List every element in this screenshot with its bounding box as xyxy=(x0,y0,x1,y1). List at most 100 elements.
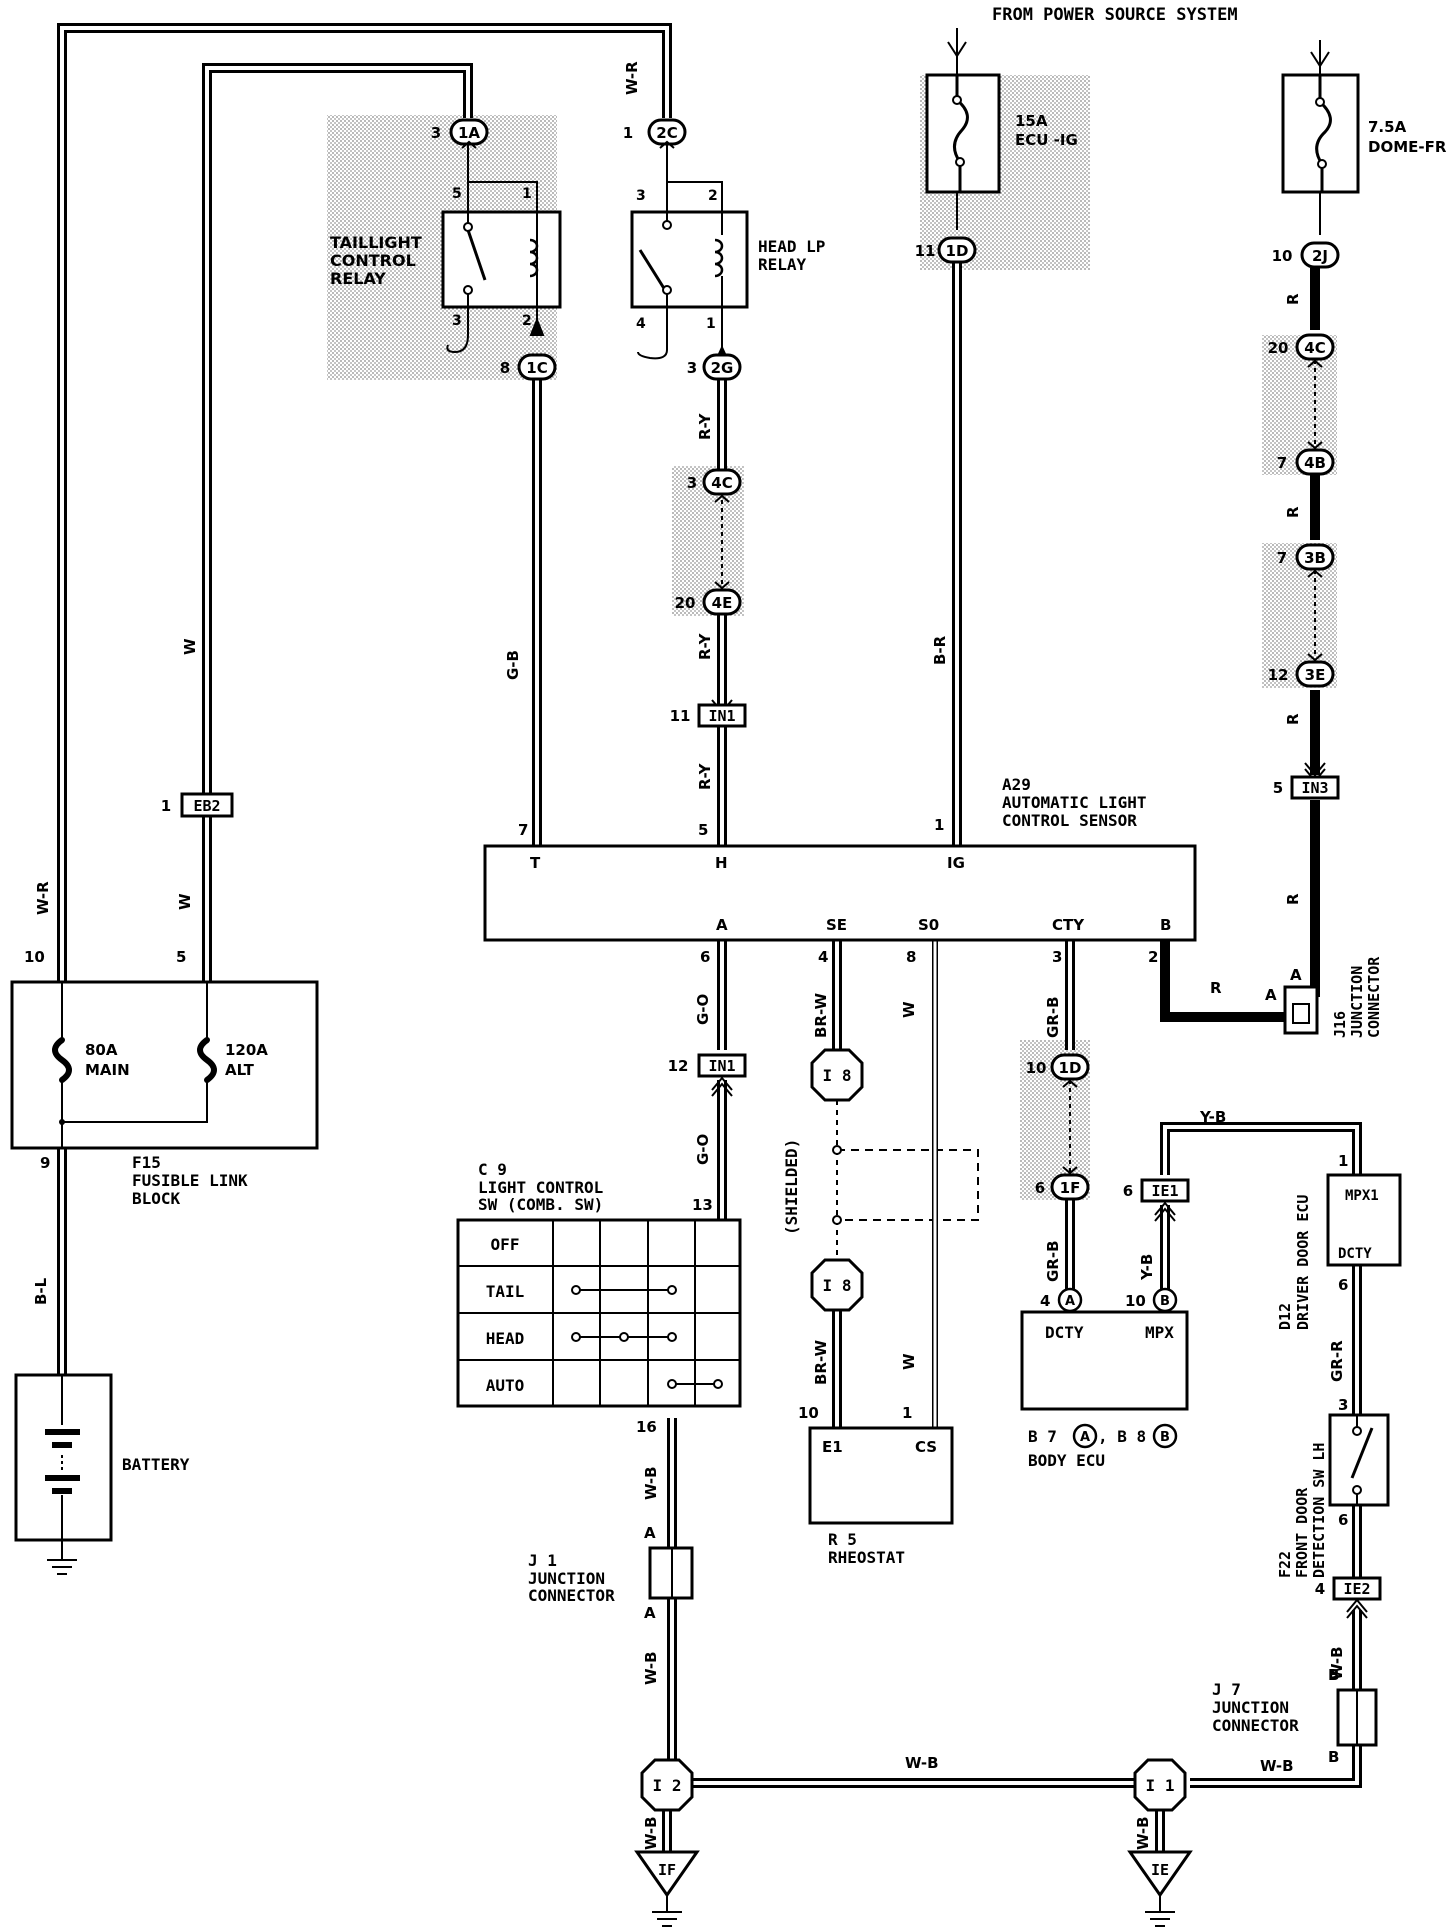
fusible-link-block: 80A MAIN 120A ALT 10 5 9 F15 FUSIBLE LIN… xyxy=(10,948,319,1208)
body-ecu: A B 4 10 DCTY MPX B 7 A , B 8 B BODY ECU xyxy=(1020,1287,1189,1470)
wire-label: R xyxy=(1284,713,1302,725)
svg-text:1A: 1A xyxy=(458,124,480,142)
svg-text:20: 20 xyxy=(1268,339,1289,357)
svg-text:ALT: ALT xyxy=(225,1061,255,1079)
svg-text:4C: 4C xyxy=(711,474,732,492)
svg-text:CONNECTOR: CONNECTOR xyxy=(1212,1716,1299,1735)
connector-IE1: IE1 6 xyxy=(1123,1178,1190,1222)
svg-text:C 9: C 9 xyxy=(478,1160,507,1179)
svg-text:1D: 1D xyxy=(946,242,969,260)
svg-text:A: A xyxy=(644,1604,656,1622)
connector-IN1: IN1 12 xyxy=(668,1053,747,1097)
splices: I 8 I 8 I 2 I 1 xyxy=(640,1048,1187,1812)
svg-text:3E: 3E xyxy=(1305,666,1326,684)
fuse-dome-rating: 7.5A xyxy=(1368,118,1407,136)
svg-text:6: 6 xyxy=(1123,1182,1133,1200)
svg-text:AUTO: AUTO xyxy=(486,1376,525,1395)
svg-text:B: B xyxy=(1328,1748,1339,1766)
svg-text:10: 10 xyxy=(798,1404,819,1422)
battery: BATTERY xyxy=(14,1373,190,1575)
svg-text:1: 1 xyxy=(1338,1152,1348,1170)
svg-text:1D: 1D xyxy=(1059,1059,1082,1077)
connector-1A: 1A 3 xyxy=(431,118,489,149)
connector-4E: 4E 20 xyxy=(675,581,742,616)
wire-label: G-O xyxy=(694,1134,712,1165)
svg-text:3: 3 xyxy=(687,359,697,377)
relay-pin: 1 xyxy=(706,316,716,332)
junction-connector-j7: B B J 7 JUNCTION CONNECTOR xyxy=(1212,1666,1378,1766)
svg-text:6: 6 xyxy=(700,948,710,966)
svg-text:3: 3 xyxy=(431,124,441,142)
svg-text:OFF: OFF xyxy=(491,1235,520,1254)
svg-text:CTY: CTY xyxy=(1052,916,1085,934)
wires xyxy=(57,23,1362,1852)
wire-label: W-R xyxy=(623,61,641,95)
svg-text:CONNECTOR: CONNECTOR xyxy=(528,1586,615,1605)
wire-label: W-B xyxy=(1260,1757,1294,1775)
svg-text:1C: 1C xyxy=(526,359,547,377)
svg-text:A: A xyxy=(1065,1294,1075,1309)
wire-label: Y-B xyxy=(1199,1108,1226,1126)
svg-text:13: 13 xyxy=(692,1196,713,1214)
svg-text:5: 5 xyxy=(1273,779,1283,797)
svg-text:IN1: IN1 xyxy=(708,1057,735,1075)
svg-text:IF: IF xyxy=(658,1861,676,1879)
svg-text:J 1: J 1 xyxy=(528,1551,557,1570)
svg-text:I 2: I 2 xyxy=(653,1776,682,1795)
wire-label: W-B xyxy=(642,1466,660,1500)
svg-text:20: 20 xyxy=(675,594,696,612)
svg-text:A29: A29 xyxy=(1002,775,1031,794)
svg-text:1: 1 xyxy=(161,797,171,815)
svg-text:1: 1 xyxy=(934,816,944,834)
svg-text:AUTOMATIC LIGHT: AUTOMATIC LIGHT xyxy=(1002,793,1147,812)
connector-2C: 2C 1 xyxy=(623,118,687,149)
relay-pin: 1 xyxy=(522,186,532,202)
svg-text:10: 10 xyxy=(1272,247,1293,265)
svg-text:7: 7 xyxy=(518,821,528,839)
svg-text:HEAD: HEAD xyxy=(486,1329,525,1348)
svg-text:7: 7 xyxy=(1277,454,1287,472)
fuse-ecu-ig-rating: 15A xyxy=(1015,112,1048,130)
svg-text:F22: F22 xyxy=(1276,1551,1294,1578)
ground-points: IF IE xyxy=(634,1850,1193,1927)
svg-text:BODY ECU: BODY ECU xyxy=(1028,1451,1105,1470)
svg-text:RHEOSTAT: RHEOSTAT xyxy=(828,1548,905,1567)
wire-label: R-Y xyxy=(696,762,714,790)
wire-label: B-R xyxy=(931,635,949,665)
splice-i1: I 1 xyxy=(1133,1758,1187,1812)
relay-pin: 3 xyxy=(636,188,646,204)
fuse-ecu-ig: 15A ECU -IG xyxy=(925,73,1078,230)
svg-text:9: 9 xyxy=(40,1154,50,1172)
svg-text:4: 4 xyxy=(818,948,828,966)
svg-text:MPX: MPX xyxy=(1145,1323,1174,1342)
svg-text:3: 3 xyxy=(687,474,697,492)
box-connectors: IN1 11 EB2 1 IN3 5 IN1 12 IE1 6 xyxy=(161,699,1382,1619)
svg-text:CONNECTOR: CONNECTOR xyxy=(1365,956,1383,1038)
svg-text:B: B xyxy=(1160,916,1171,934)
relay-label: HEAD LP xyxy=(758,237,825,256)
svg-text:2: 2 xyxy=(1148,948,1158,966)
svg-text:I 1: I 1 xyxy=(1146,1776,1175,1795)
svg-text:CONTROL SENSOR: CONTROL SENSOR xyxy=(1002,811,1137,830)
connector-4C: 4C 20 xyxy=(1268,333,1335,368)
splice-i8: I 8 xyxy=(810,1258,864,1312)
splice-i2: I 2 xyxy=(640,1758,694,1812)
svg-text:4: 4 xyxy=(1315,1580,1325,1598)
svg-text:5: 5 xyxy=(698,821,708,839)
wire-label: GR-B xyxy=(1044,996,1062,1038)
connector-IN3: IN3 5 xyxy=(1273,762,1340,800)
svg-text:TAIL: TAIL xyxy=(486,1282,525,1301)
wire-label: W-R xyxy=(34,881,52,915)
svg-text:T: T xyxy=(530,854,541,872)
connector-4C: 4C 3 xyxy=(687,468,742,503)
ground-icon: IE xyxy=(1127,1850,1193,1927)
svg-text:1F: 1F xyxy=(1060,1179,1081,1197)
wire-label: G-B xyxy=(504,650,522,680)
svg-text:B: B xyxy=(1160,1430,1170,1445)
svg-text:IG: IG xyxy=(947,854,965,872)
shielded-label: (SHIELDED) xyxy=(782,1139,801,1235)
junction-connector-j16: A A J16 JUNCTION CONNECTOR xyxy=(1265,956,1383,1038)
connector-3B: 3B 7 xyxy=(1277,543,1335,578)
wire-label: R xyxy=(1284,506,1302,518)
svg-text:12: 12 xyxy=(1268,666,1289,684)
